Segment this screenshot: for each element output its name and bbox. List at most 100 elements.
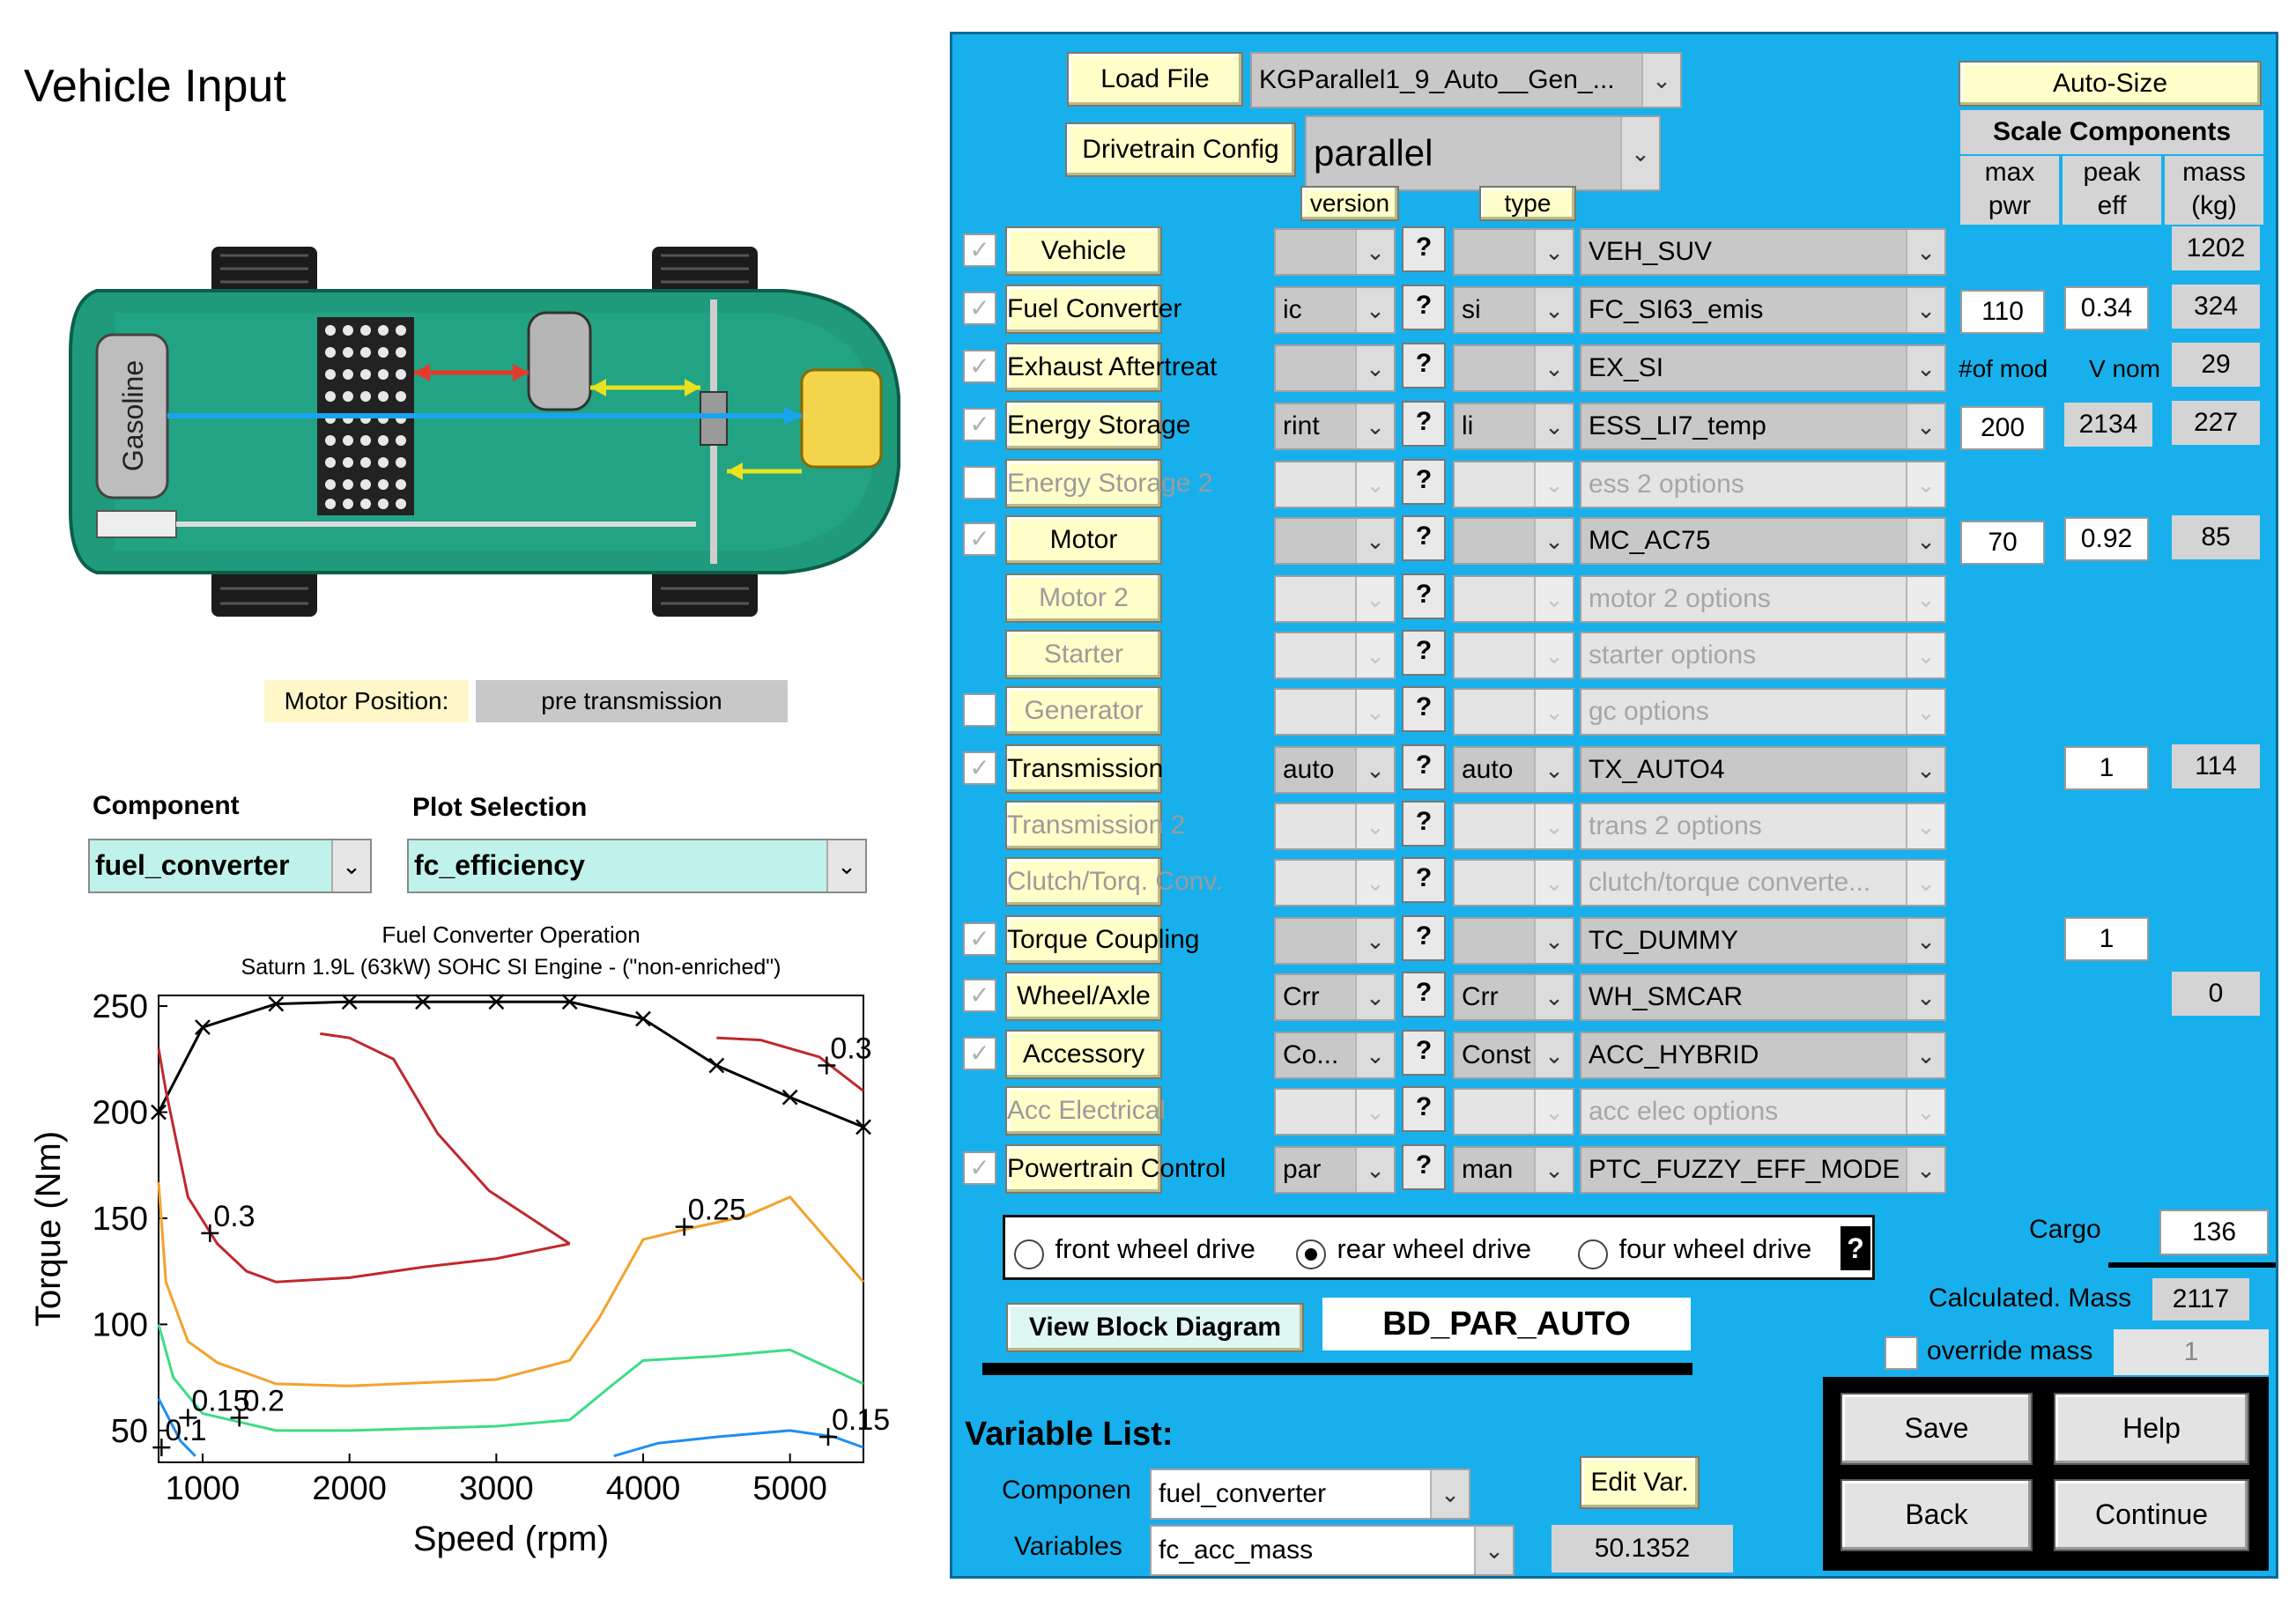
motor-peak-eff-input[interactable]: 0.92: [2064, 517, 2149, 561]
accessory-button[interactable]: Accessory: [1005, 1030, 1162, 1079]
exhaust-aftertreat-version-select[interactable]: ⌄: [1274, 344, 1396, 392]
wheel-axle-checkbox[interactable]: ✓: [963, 979, 996, 1012]
vehicle-checkbox[interactable]: ✓: [963, 233, 996, 267]
motor-2-version-select[interactable]: ⌄: [1274, 575, 1396, 623]
energy-storage-type-select[interactable]: li⌄: [1453, 403, 1574, 450]
front-wheel-drive-radio[interactable]: [1014, 1239, 1044, 1269]
starter-help-button[interactable]: ?: [1402, 630, 1446, 676]
transmission-type-select[interactable]: auto⌄: [1453, 746, 1574, 794]
wheel-axle-help-button[interactable]: ?: [1402, 972, 1446, 1017]
starter-file-select[interactable]: starter options⌄: [1580, 632, 1946, 679]
motor-max-pwr-input[interactable]: 70: [1960, 521, 2045, 565]
fuel-converter-checkbox[interactable]: ✓: [963, 292, 996, 325]
clutch-torq-conv-help-button[interactable]: ?: [1402, 857, 1446, 903]
variable-component-select[interactable]: fuel_converter⌄: [1150, 1469, 1470, 1520]
energy-storage-file-select[interactable]: ESS_LI7_temp⌄: [1580, 403, 1946, 450]
transmission-peak-eff-input[interactable]: 1: [2064, 746, 2149, 790]
four-wheel-drive-option[interactable]: four wheel drive: [1578, 1233, 1811, 1269]
transmission-2-file-select[interactable]: trans 2 options⌄: [1580, 803, 1946, 850]
exhaust-aftertreat-help-button[interactable]: ?: [1402, 343, 1446, 388]
variables-select[interactable]: fc_acc_mass⌄: [1150, 1525, 1515, 1576]
acc-electrical-version-select[interactable]: ⌄: [1274, 1088, 1396, 1136]
vehicle-type-select[interactable]: ⌄: [1453, 228, 1574, 276]
accessory-version-select[interactable]: Co...⌄: [1274, 1032, 1396, 1079]
auto-size-button[interactable]: Auto-Size: [1959, 61, 2262, 107]
accessory-type-select[interactable]: Const⌄: [1453, 1032, 1574, 1079]
accessory-file-select[interactable]: ACC_HYBRID⌄: [1580, 1032, 1946, 1079]
motor-2-type-select[interactable]: ⌄: [1453, 575, 1574, 623]
fuel-converter-max-pwr-input[interactable]: 110: [1960, 290, 2045, 334]
generator-file-select[interactable]: gc options⌄: [1580, 688, 1946, 736]
starter-type-select[interactable]: ⌄: [1453, 632, 1574, 679]
motor-checkbox[interactable]: ✓: [963, 522, 996, 556]
wheel-axle-file-select[interactable]: WH_SMCAR⌄: [1580, 973, 1946, 1021]
transmission-button[interactable]: Transmission: [1005, 744, 1163, 794]
motor-type-select[interactable]: ⌄: [1453, 517, 1574, 565]
wheel-axle-button[interactable]: Wheel/Axle: [1005, 972, 1162, 1021]
torque-coupling-type-select[interactable]: ⌄: [1453, 917, 1574, 965]
transmission-help-button[interactable]: ?: [1402, 744, 1446, 790]
transmission-checkbox[interactable]: ✓: [963, 751, 996, 785]
acc-electrical-help-button[interactable]: ?: [1402, 1086, 1446, 1132]
starter-button[interactable]: Starter: [1005, 630, 1162, 679]
motor-help-button[interactable]: ?: [1402, 515, 1446, 561]
plot-selection-select[interactable]: fc_efficiency ⌄: [407, 839, 867, 893]
acc-electrical-button[interactable]: Acc Electrical: [1005, 1086, 1166, 1136]
energy-storage-max-pwr-input[interactable]: 200: [1960, 406, 2045, 450]
generator-type-select[interactable]: ⌄: [1453, 688, 1574, 736]
powertrain-control-file-select[interactable]: PTC_FUZZY_EFF_MODE⌄: [1580, 1146, 1946, 1194]
motor-2-button[interactable]: Motor 2: [1005, 573, 1162, 623]
energy-storage-version-select[interactable]: rint⌄: [1274, 403, 1396, 450]
exhaust-aftertreat-file-select[interactable]: EX_SI⌄: [1580, 344, 1946, 392]
motor-2-help-button[interactable]: ?: [1402, 573, 1446, 619]
fuel-converter-button[interactable]: Fuel Converter: [1005, 285, 1181, 334]
vehicle-button[interactable]: Vehicle: [1005, 226, 1162, 276]
clutch-torq-conv-file-select[interactable]: clutch/torque converte...⌄: [1580, 859, 1946, 906]
component-select[interactable]: fuel_converter ⌄: [88, 839, 372, 893]
starter-version-select[interactable]: ⌄: [1274, 632, 1396, 679]
torque-coupling-checkbox[interactable]: ✓: [963, 922, 996, 956]
generator-button[interactable]: Generator: [1005, 686, 1162, 736]
fuel-converter-type-select[interactable]: si⌄: [1453, 286, 1574, 334]
torque-coupling-file-select[interactable]: TC_DUMMY⌄: [1580, 917, 1946, 965]
energy-storage-2-version-select[interactable]: ⌄: [1274, 461, 1396, 508]
energy-storage-2-help-button[interactable]: ?: [1402, 459, 1446, 505]
torque-coupling-help-button[interactable]: ?: [1402, 915, 1446, 961]
energy-storage-help-button[interactable]: ?: [1402, 401, 1446, 447]
energy-storage-button[interactable]: Energy Storage: [1005, 401, 1190, 450]
transmission-2-help-button[interactable]: ?: [1402, 801, 1446, 847]
transmission-version-select[interactable]: auto⌄: [1274, 746, 1396, 794]
transmission-2-type-select[interactable]: ⌄: [1453, 803, 1574, 850]
transmission-file-select[interactable]: TX_AUTO4⌄: [1580, 746, 1946, 794]
edit-var-button[interactable]: Edit Var.: [1580, 1456, 1700, 1509]
energy-storage-checkbox[interactable]: ✓: [963, 408, 996, 441]
file-select[interactable]: KGParallel1_9_Auto__Gen_...⌄: [1250, 52, 1682, 108]
motor-version-select[interactable]: ⌄: [1274, 517, 1396, 565]
torque-coupling-version-select[interactable]: ⌄: [1274, 917, 1396, 965]
drivetrain-select[interactable]: parallel⌄: [1305, 115, 1661, 191]
back-button[interactable]: Back: [1841, 1479, 2033, 1551]
vehicle-version-select[interactable]: ⌄: [1274, 228, 1396, 276]
fuel-converter-peak-eff-input[interactable]: 0.34: [2064, 286, 2149, 330]
transmission-2-version-select[interactable]: ⌄: [1274, 803, 1396, 850]
wheel-axle-type-select[interactable]: Crr⌄: [1453, 973, 1574, 1021]
exhaust-aftertreat-type-select[interactable]: ⌄: [1453, 344, 1574, 392]
wheel-axle-version-select[interactable]: Crr⌄: [1274, 973, 1396, 1021]
torque-coupling-peak-eff-input[interactable]: 1: [2064, 917, 2149, 961]
transmission-2-button[interactable]: Transmission 2: [1005, 801, 1185, 850]
clutch-torq-conv-version-select[interactable]: ⌄: [1274, 859, 1396, 906]
accessory-help-button[interactable]: ?: [1402, 1030, 1446, 1076]
powertrain-control-version-select[interactable]: par⌄: [1274, 1146, 1396, 1194]
vehicle-file-select[interactable]: VEH_SUV⌄: [1580, 228, 1946, 276]
four-wheel-drive-radio[interactable]: [1578, 1239, 1608, 1269]
generator-checkbox[interactable]: [963, 693, 996, 727]
exhaust-aftertreat-button[interactable]: Exhaust Aftertreat: [1005, 343, 1217, 392]
front-wheel-drive-option[interactable]: front wheel drive: [1014, 1233, 1255, 1269]
clutch-torq-conv-type-select[interactable]: ⌄: [1453, 859, 1574, 906]
help-button[interactable]: Help: [2054, 1393, 2249, 1465]
motor-file-select[interactable]: MC_AC75⌄: [1580, 517, 1946, 565]
view-block-diagram-button[interactable]: View Block Diagram: [1006, 1303, 1304, 1352]
override-mass-input[interactable]: 1: [2114, 1329, 2269, 1375]
acc-electrical-type-select[interactable]: ⌄: [1453, 1088, 1574, 1136]
powertrain-control-checkbox[interactable]: ✓: [963, 1151, 996, 1185]
